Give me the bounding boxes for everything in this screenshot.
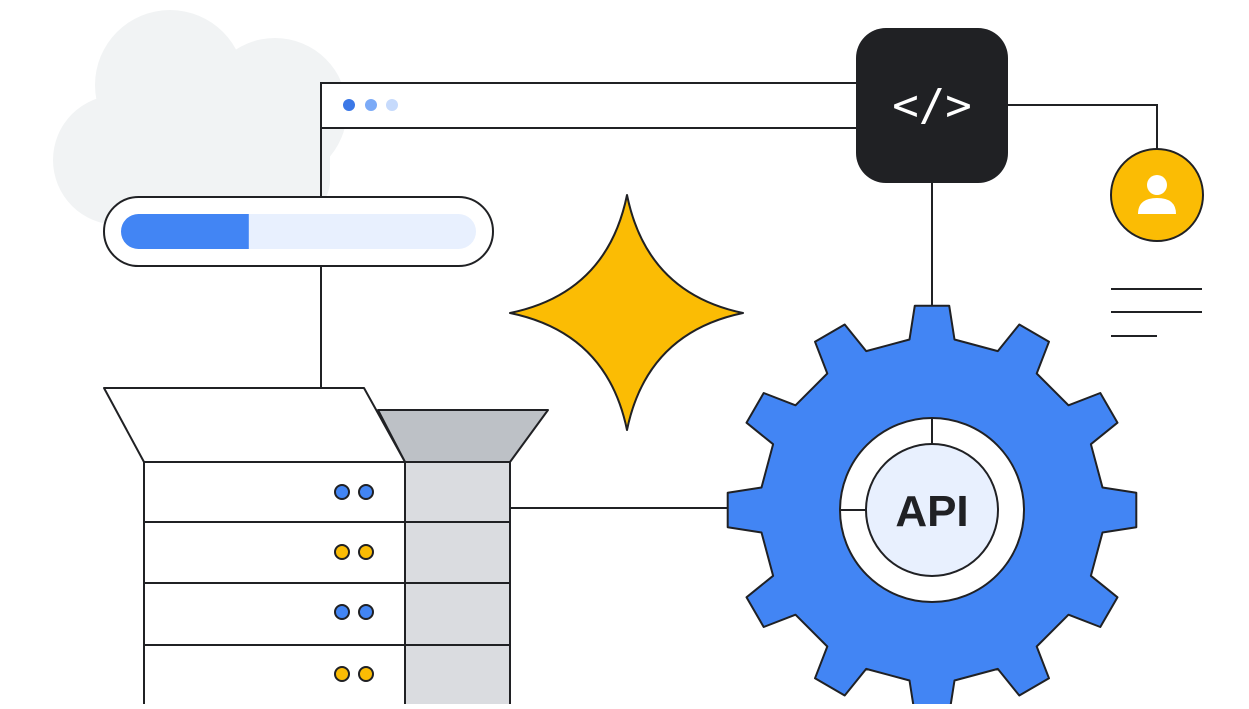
server-drawer-2 xyxy=(144,544,405,584)
progress-fill xyxy=(121,214,249,249)
server-drawer-4 xyxy=(334,666,374,682)
server-drawer-3 xyxy=(144,604,405,646)
server-icon xyxy=(103,387,549,709)
sparkle-icon xyxy=(509,194,744,431)
progress-bar xyxy=(103,196,494,267)
code-icon: </> xyxy=(856,28,1008,183)
status-light xyxy=(334,544,350,560)
status-light xyxy=(358,604,374,620)
browser-window xyxy=(320,82,867,129)
status-light xyxy=(334,604,350,620)
api-core xyxy=(865,443,999,577)
browser-dot-1 xyxy=(343,99,355,111)
status-light xyxy=(358,666,374,682)
gear-icon: API xyxy=(726,304,1138,709)
status-light xyxy=(358,484,374,500)
code-glyph: </> xyxy=(892,80,971,131)
server-drawer-1 xyxy=(144,484,405,523)
user-avatar-icon xyxy=(1110,148,1204,242)
api-label: API xyxy=(895,487,968,536)
status-light xyxy=(334,666,350,682)
browser-dot-3 xyxy=(386,99,398,111)
browser-dot-2 xyxy=(365,99,377,111)
status-light xyxy=(334,484,350,500)
status-light xyxy=(358,544,374,560)
cloud-icon xyxy=(53,10,347,225)
text-lines-decoration xyxy=(1111,288,1202,337)
